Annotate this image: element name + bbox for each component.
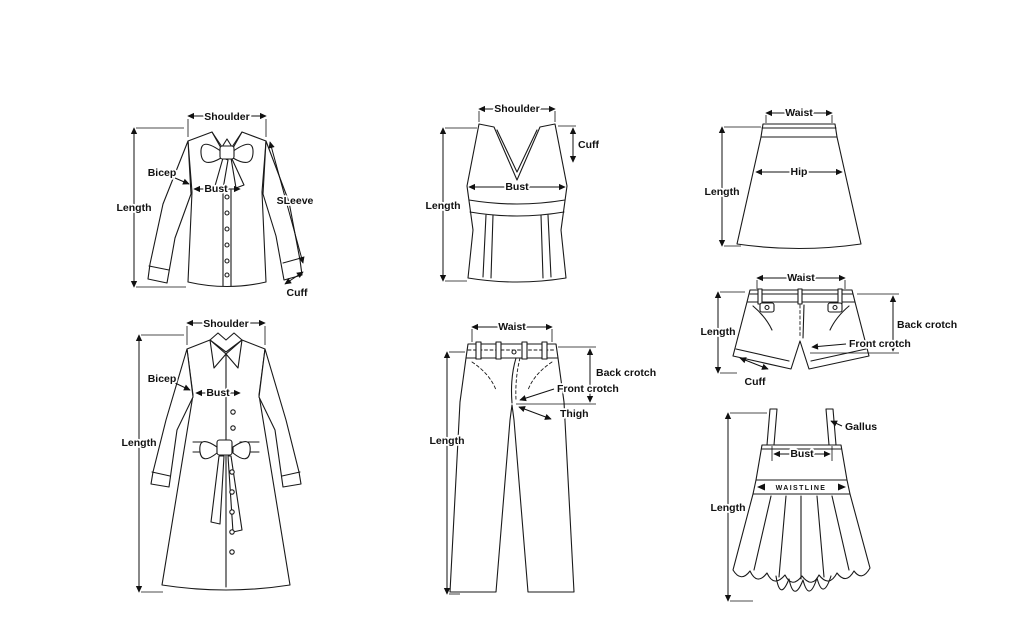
tank-bust-label: Bust bbox=[505, 181, 529, 193]
shorts-length-label: Length bbox=[701, 326, 736, 338]
blouse-diagram: Shoulder Length Bicep Bust SLeeve Cuff bbox=[115, 109, 316, 301]
skirt-hip-label: Hip bbox=[791, 166, 808, 178]
pants-dimensions: Waist Back crotch Front crotch Thigh Len… bbox=[428, 319, 658, 595]
dress-dimensions: Gallus Bust WAISTLINE Length bbox=[709, 412, 879, 602]
dress-gallus-label: Gallus bbox=[845, 421, 877, 433]
skirt-dimensions: Waist Hip Length bbox=[703, 105, 843, 247]
skirt-diagram: Waist Hip Length bbox=[703, 105, 862, 250]
pants-back-crotch-label: Back crotch bbox=[596, 367, 656, 379]
shorts-drawing bbox=[732, 288, 870, 370]
tank-top-dimensions: Shoulder Cuff Bust Length bbox=[424, 101, 601, 282]
coat-bicep-label: Bicep bbox=[148, 373, 177, 385]
blouse-dimensions: Shoulder Length Bicep Bust SLeeve Cuff bbox=[115, 109, 316, 301]
shorts-back-crotch-label: Back crotch bbox=[897, 319, 957, 331]
skirt-waist-label: Waist bbox=[785, 107, 813, 119]
skirt-drawing bbox=[736, 123, 862, 250]
coat-diagram: Shoulder Bicep Bust Length bbox=[120, 316, 302, 593]
coat-bust-label: Bust bbox=[206, 387, 230, 399]
tank-top-drawing bbox=[466, 123, 568, 283]
pants-thigh-label: Thigh bbox=[560, 408, 589, 420]
blouse-bicep-label: Bicep bbox=[148, 167, 177, 179]
coat-drawing bbox=[150, 332, 302, 591]
tank-top-diagram: Shoulder Cuff Bust Length bbox=[424, 101, 601, 283]
blouse-bust-label: Bust bbox=[204, 183, 228, 195]
pants-waist-label: Waist bbox=[498, 321, 526, 333]
pants-diagram: Waist Back crotch Front crotch Thigh Len… bbox=[428, 319, 658, 595]
tank-cuff-label: Cuff bbox=[578, 139, 599, 151]
pants-length-label: Length bbox=[430, 435, 465, 447]
pants-front-crotch-label: Front crotch bbox=[557, 383, 619, 395]
shorts-diagram: Waist Length Back crotch Front crotch Cu… bbox=[699, 270, 959, 390]
blouse-length-label: Length bbox=[117, 202, 152, 214]
coat-shoulder-label: Shoulder bbox=[203, 318, 249, 330]
coat-dimensions: Shoulder Bicep Bust Length bbox=[120, 316, 266, 593]
skirt-length-label: Length bbox=[705, 186, 740, 198]
blouse-sleeve-label: SLeeve bbox=[277, 195, 314, 207]
dress-bust-label: Bust bbox=[790, 448, 814, 460]
blouse-shoulder-label: Shoulder bbox=[204, 111, 250, 123]
blouse-cuff-label: Cuff bbox=[287, 287, 308, 299]
shorts-waist-label: Waist bbox=[787, 272, 815, 284]
coat-length-label: Length bbox=[122, 437, 157, 449]
dress-length-label: Length bbox=[711, 502, 746, 514]
tank-length-label: Length bbox=[426, 200, 461, 212]
shorts-dimensions: Waist Length Back crotch Front crotch Cu… bbox=[699, 270, 959, 390]
pants-drawing bbox=[449, 341, 575, 593]
tank-shoulder-label: Shoulder bbox=[494, 103, 540, 115]
shorts-cuff-label: Cuff bbox=[745, 376, 766, 388]
dress-diagram: Gallus Bust WAISTLINE Length bbox=[709, 408, 879, 602]
blouse-drawing bbox=[147, 131, 303, 287]
dress-waistline-label: WAISTLINE bbox=[776, 485, 827, 492]
shorts-front-crotch-label: Front crotch bbox=[849, 338, 911, 350]
dress-drawing bbox=[732, 408, 871, 592]
